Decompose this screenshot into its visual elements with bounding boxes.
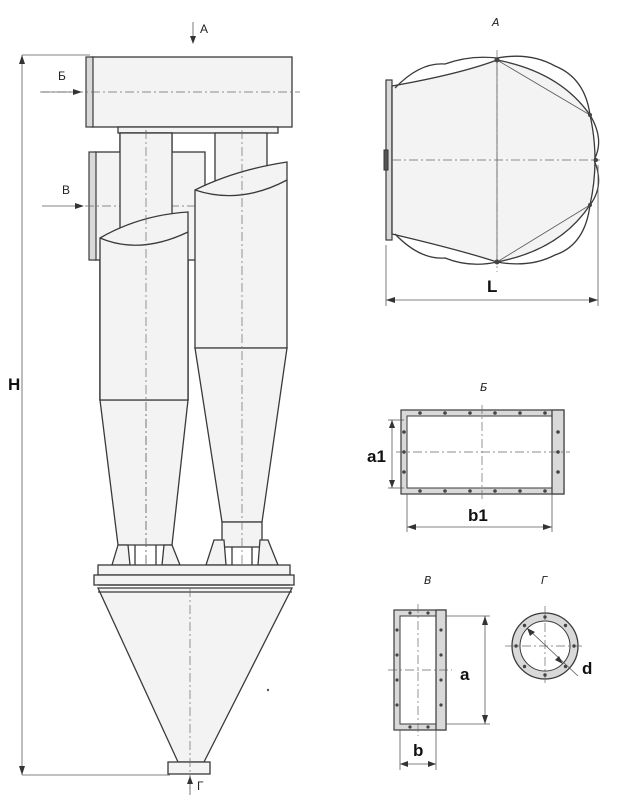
view-a-marker: А <box>190 22 208 44</box>
support-feet <box>111 539 279 566</box>
view-b-bolts <box>402 411 560 493</box>
view-v-bolts <box>395 611 443 729</box>
height-dimension: H <box>8 54 170 776</box>
inlet-upper-label: Б <box>58 69 66 83</box>
view-v-dim-b: b <box>413 741 423 760</box>
outlet-g-label: Г <box>197 779 204 793</box>
view-g-title: Г <box>541 574 548 587</box>
view-b-dim-a1: a1 <box>367 447 386 466</box>
view-b-dim-b1: b1 <box>468 506 488 525</box>
view-a: А L <box>383 16 600 306</box>
inlet-lower-label: В <box>62 183 70 197</box>
right-cyclone <box>194 130 288 570</box>
collecting-hopper <box>96 587 294 790</box>
height-label: H <box>8 375 20 394</box>
view-g-dim-d: d <box>582 659 592 678</box>
left-cyclone-cylinder <box>99 211 189 401</box>
view-b-title: Б <box>480 381 488 394</box>
view-b: Б a1 b1 <box>367 381 570 532</box>
base-plate <box>93 564 295 586</box>
view-v-dim-a: a <box>460 665 470 684</box>
cyclone-elevation: H А Б <box>8 22 300 795</box>
outlet-g-marker: Г <box>187 776 204 795</box>
view-g: Г d <box>505 574 592 686</box>
view-v: В a b <box>388 574 490 770</box>
view-v-title: В <box>424 574 432 587</box>
view-a-dim-l: L <box>487 277 497 296</box>
view-a-title: А <box>491 16 500 29</box>
view-a-marker-label: А <box>200 22 208 36</box>
view-g-bolts <box>514 615 576 677</box>
header-bar <box>117 126 279 134</box>
upper-outlet-duct: Б <box>40 56 300 128</box>
